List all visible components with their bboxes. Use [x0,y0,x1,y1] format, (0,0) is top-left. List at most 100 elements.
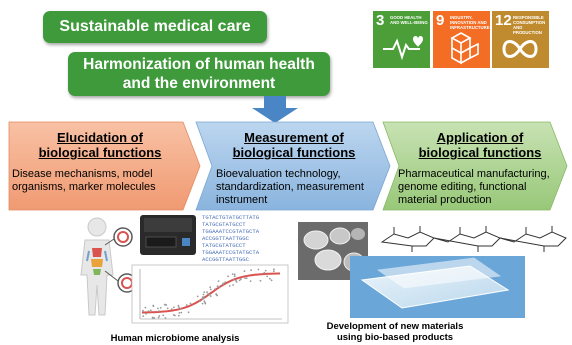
scatter-point [266,275,268,278]
stage-measurement-title-line2: biological functions [232,145,356,160]
sequence-line: TGGAAATCCGTATGCTA [202,249,260,256]
stage-measurement-body-line2: standardization, measurement [216,181,364,193]
scatter-point [162,314,165,317]
sdg-12-number: 12 [495,12,512,29]
scatter-point [145,313,147,315]
human-body-illustration [80,217,137,316]
scatter-point [178,306,180,309]
stage-application-body-line3: material production [398,194,492,206]
infinity-icon [502,40,538,58]
scatter-point [270,279,273,282]
sdg-9-caption: INDUSTRY, INNOVATION AND INFRASTRUCTURE [450,15,490,30]
sequence-line: TGGAAATCCGTATGCTA [202,228,260,235]
scatter-point [249,280,252,282]
sdg-12-tile: 12 RESPONSIBLE CONSUMPTION AND PRODUCTIO… [492,11,549,68]
scatter-point [207,293,209,295]
scatter-point [201,298,204,300]
scatter-point [149,309,152,312]
scatter-point [233,273,236,276]
scatter-point [231,273,234,275]
stage-application-body-line2: genome editing, functional [398,181,527,193]
stage-chevrons [8,121,568,211]
scatter-point [178,312,181,314]
scatter-point [209,295,212,297]
harmonization-line1: Harmonization of human health [83,56,315,73]
stage-elucidation-title-line1: Elucidation of [57,130,143,145]
stage-measurement-body-line3: instrument [216,194,268,206]
scatter-point [147,310,150,312]
stage-application-title-line1: Application of [436,130,524,145]
harmonization-line2: and the environment [122,75,276,92]
scatter-point [177,304,180,307]
scatter-point [232,284,234,286]
sequence-line: ACCGGTTAATTGGC [202,235,249,242]
scatter-point [240,278,242,281]
scatter-point [163,303,166,306]
stage-application-body-line1: Pharmaceutical manufacturing, [398,168,550,180]
scatter-point [203,296,206,298]
sequence-line: ACCGGTTAATTGGC [202,256,249,263]
scatter-point [263,271,266,274]
dna-sequence-text: TGTACTGTATGCTTATG TATGCGTATGCCT TGGAAATC… [202,214,302,263]
sdg-3-tile: 3 GOOD HEALTH AND WELL-BEING [373,11,430,68]
scatter-point [166,307,169,310]
scatter-point [157,307,159,310]
sequence-line: TGTACTGTATGCTTATG [202,214,260,221]
microbiome-scatter [142,268,275,319]
sdg-9-number: 9 [436,12,445,29]
scatter-point [232,278,235,281]
sdg-9-tile: 9 INDUSTRY, INNOVATION AND INFRASTRUCTUR… [433,11,490,68]
heartbeat-icon [383,36,423,61]
scatter-point [170,308,173,310]
scatter-point [238,279,241,282]
scatter-point [177,314,180,317]
harmonization-banner: Harmonization of human health and the en… [68,52,330,96]
sequencer-instrument-icon [140,215,196,255]
scatter-point [157,310,160,312]
stage-measurement-shape [195,121,391,211]
scatter-point [201,302,204,305]
scatter-point [264,269,267,272]
stage-application-shape [382,121,568,211]
scatter-point [159,307,162,309]
scatter-point [196,295,199,298]
stage-application-title-line2: biological functions [418,145,542,160]
scatter-point [199,300,201,303]
scatter-point [217,280,220,282]
scatter-point [245,277,248,279]
materials-caption-line1: Development of new materials [326,321,464,332]
sustainable-medical-care-banner: Sustainable medical care [43,11,267,43]
scatter-point [157,316,160,319]
sdg-3-number: 3 [376,12,385,29]
down-arrow-icon [252,96,298,123]
zoom-lens-icon [104,270,137,293]
scatter-point [158,315,161,317]
materials-caption: Development of new materials using bio-b… [295,321,495,343]
stage-elucidation-body-line1: Disease mechanisms, model [12,168,153,180]
scatter-point [214,288,216,290]
molecular-structure-diagram [380,226,567,252]
microbiome-curve [142,272,280,314]
scatter-point [172,314,175,316]
microbiome-caption: Human microbiome analysis [110,333,240,344]
stage-measurement-title-line1: Measurement of [244,130,344,145]
scatter-point [202,293,205,296]
scatter-point [172,306,175,309]
stage-measurement-body: Bioevaluation technology, standardizatio… [216,168,384,207]
scatter-point [244,277,246,280]
sdg-3-caption: GOOD HEALTH AND WELL-BEING [390,15,428,25]
scatter-point [185,304,188,306]
scatter-point [218,286,221,288]
scatter-point [272,270,275,273]
sequence-line: TATGCGTATGCCT [202,221,246,228]
scatter-point [180,311,183,314]
scatter-point [208,293,211,296]
cubes-icon [450,32,479,65]
scatter-point [235,281,238,283]
scatter-point [164,317,167,319]
stage-application-title: Application of biological functions [400,130,560,160]
scatter-point [201,296,204,298]
scatter-point [273,268,275,271]
scatter-point [224,281,227,284]
scatter-point [206,291,208,294]
